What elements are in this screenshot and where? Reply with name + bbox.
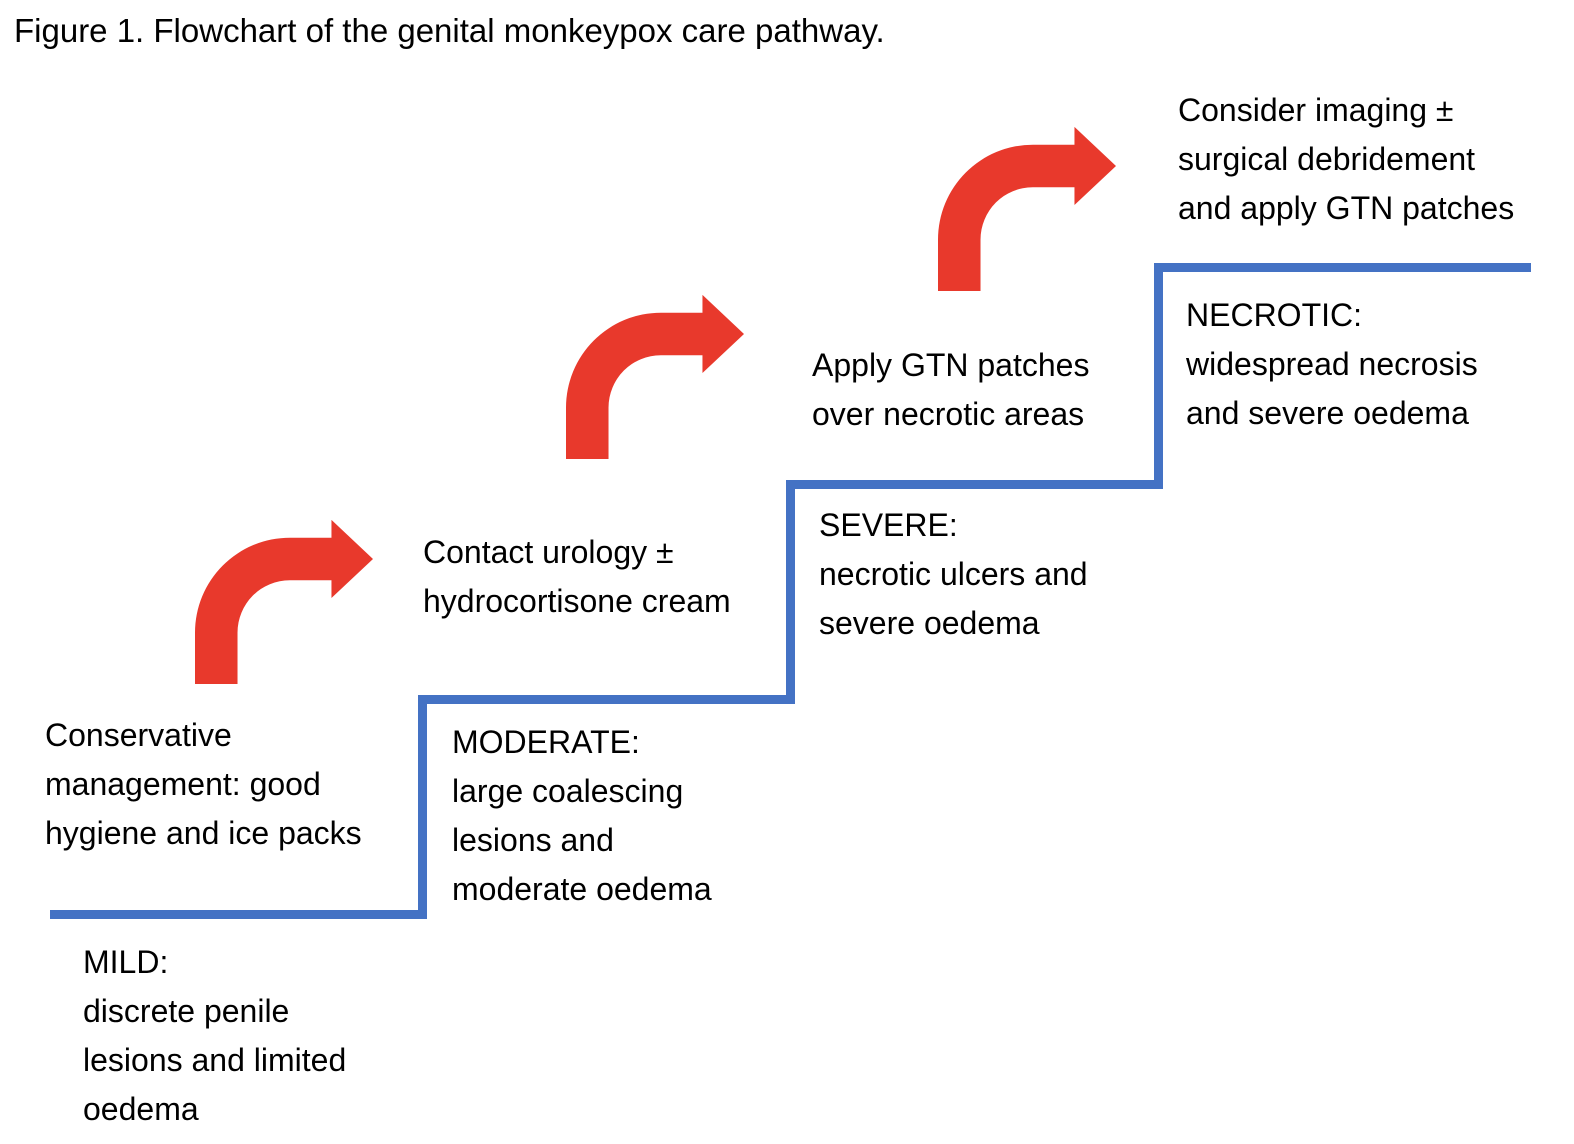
step-riser-severe-to-necrotic: [1154, 263, 1163, 489]
escalation-arrow-icon-1: [195, 519, 373, 685]
step-line-moderate: [418, 695, 795, 704]
figure-title: Figure 1. Flowchart of the genital monke…: [14, 12, 885, 49]
escalation-arrow-icon-2: [566, 294, 744, 460]
severe-action-text: Apply GTN patches over necrotic areas: [812, 347, 1090, 432]
mild-action-text: Conservative management: good hygiene an…: [45, 717, 362, 851]
moderate-action-text: Contact urology ± hydrocortisone cream: [423, 534, 731, 619]
step-riser-mild-to-moderate: [418, 695, 427, 919]
severe-severity-label: SEVERE: necrotic ulcers and severe oedem…: [819, 507, 1088, 641]
necrotic-action-text: Consider imaging ± surgical debridement …: [1178, 92, 1515, 226]
step-riser-moderate-to-severe: [786, 480, 795, 704]
escalation-arrow-icon-3: [938, 126, 1116, 292]
moderate-severity-label: MODERATE: large coalescing lesions and m…: [452, 724, 712, 907]
step-line-mild: [50, 910, 427, 919]
necrotic-severity-label: NECROTIC: widespread necrosis and severe…: [1186, 297, 1478, 431]
mild-severity-label: MILD: discrete penile lesions and limite…: [83, 944, 347, 1127]
step-line-severe: [786, 480, 1163, 489]
step-line-necrotic: [1154, 263, 1531, 272]
